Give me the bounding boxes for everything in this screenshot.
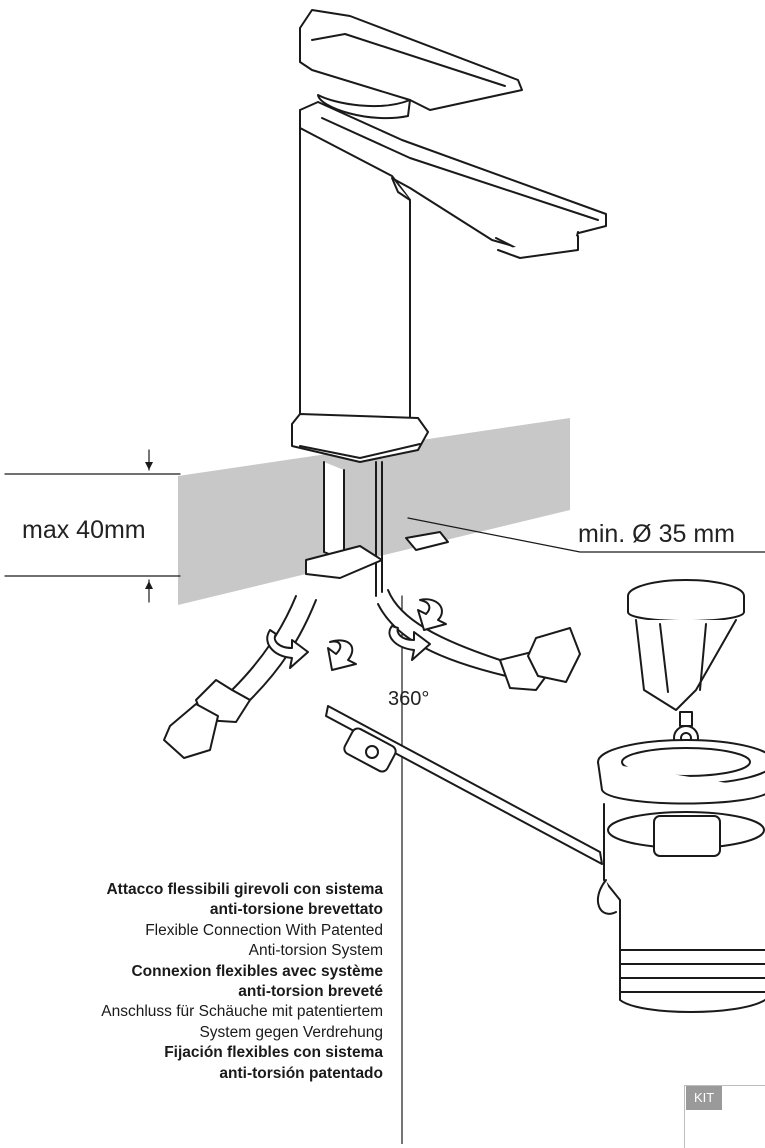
kit-tag: KIT: [686, 1086, 723, 1110]
max-thickness-label: max 40mm: [22, 516, 146, 544]
dimension-arrow-icon: [145, 462, 153, 470]
caption-line: Anti-torsion System: [248, 942, 383, 960]
dimension-arrow-icon: [145, 581, 153, 589]
diameter-leader-line: [407, 517, 765, 553]
waste-rod: [325, 705, 603, 865]
waste-body: [596, 579, 765, 1013]
caption-line: anti-torsion breveté: [238, 983, 383, 1001]
caption-line: anti-torsión patentado: [219, 1064, 383, 1082]
caption-line: Fijación flexibles con sistema: [164, 1044, 383, 1062]
caption-line: Flexible Connection With Patented: [145, 921, 383, 939]
caption-line: anti-torsione brevettato: [209, 901, 383, 919]
caption-line: System gegen Verdrehung: [199, 1023, 383, 1041]
caption-line: Connexion flexibles avec système: [131, 962, 383, 980]
min-hole-diameter-label: min. Ø 35 mm: [578, 520, 735, 548]
anti-torsion-caption: Attacco flessibili girevoli con sistema …: [101, 880, 383, 1084]
faucet-body: [163, 9, 607, 759]
countertop: [178, 418, 570, 605]
rotation-angle-label: 360°: [388, 688, 430, 710]
caption-line: Attacco flessibili girevoli con sistema: [106, 881, 383, 898]
caption-line: Anschluss für Schäuche mit patentiertem: [101, 1003, 383, 1021]
rotation-arrow-icon: [266, 598, 447, 671]
